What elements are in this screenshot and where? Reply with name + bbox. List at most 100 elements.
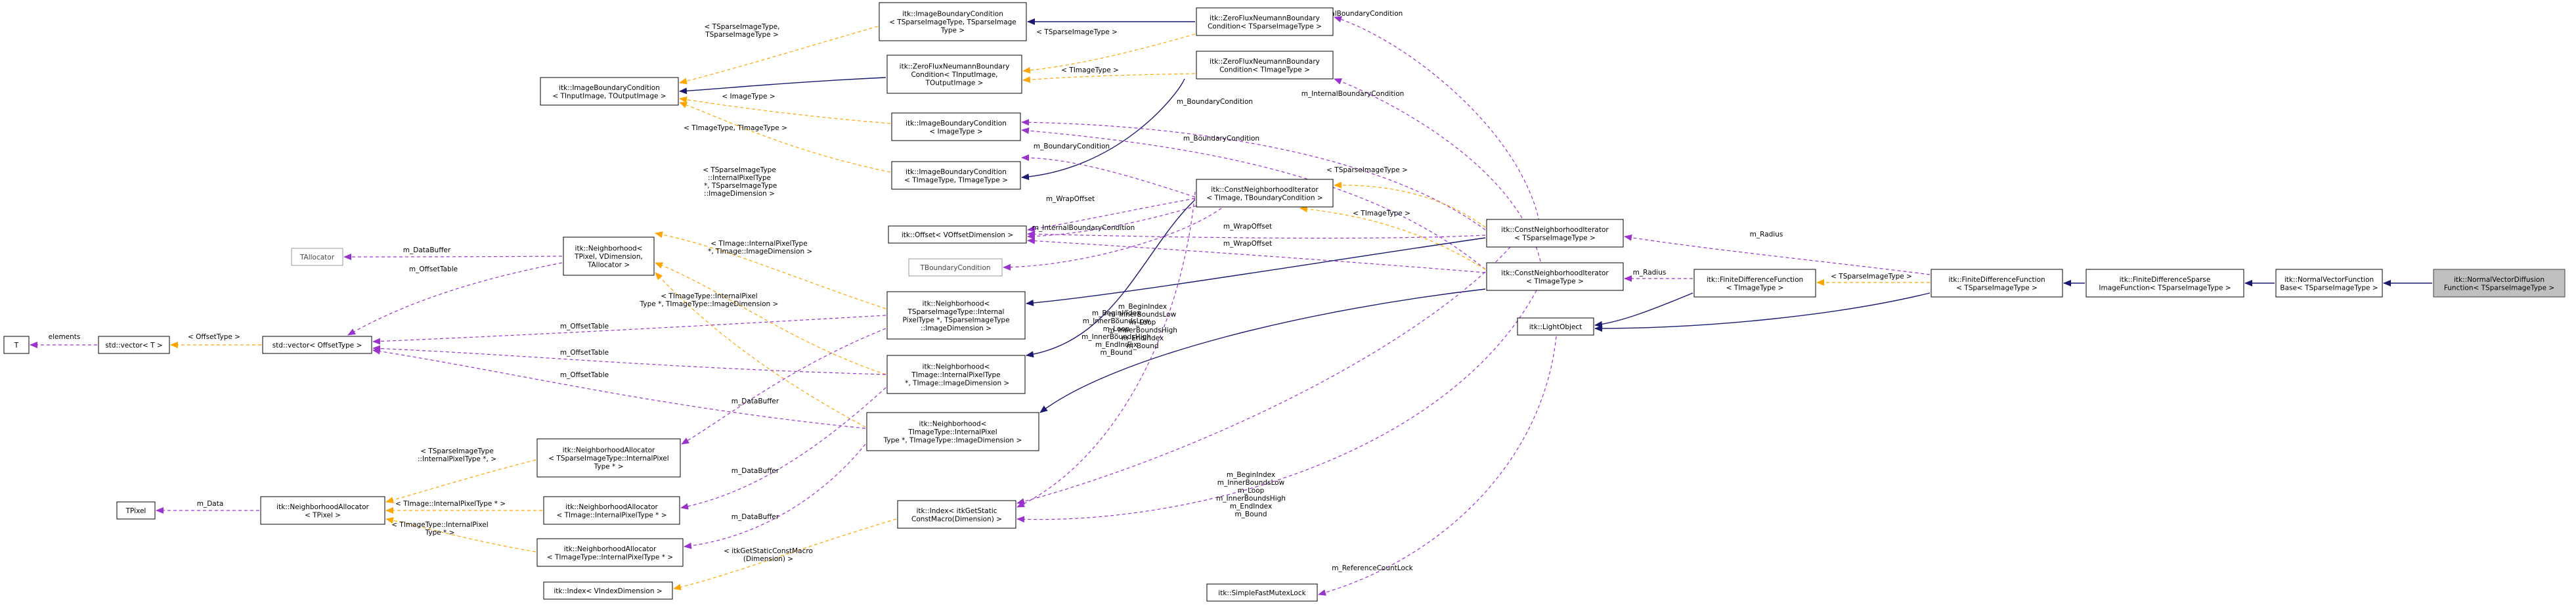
class-node-index-v[interactable]: itk::Index< VIndexDimension > (543, 581, 673, 600)
edge-line (372, 315, 886, 345)
class-box (1486, 262, 1624, 291)
edge-line (372, 345, 886, 375)
class-node-nalloc-tsparse[interactable]: itk::NeighborhoodAllocator< TSparseImage… (536, 438, 681, 478)
edge-line (1594, 292, 1693, 328)
edge-label-line: m_InnerBoundsHigh (1216, 495, 1286, 503)
class-name-line: < TSparseImageType > (1514, 234, 1596, 242)
class-node-tboundary[interactable]: TBoundaryCondition (908, 258, 1003, 277)
class-node-neighborhood-base[interactable]: itk::Neighborhood<TPixel, VDimension,TAl… (563, 237, 655, 276)
class-node-ibc-timage2[interactable]: itk::ImageBoundaryCondition< TImageType,… (891, 161, 1021, 190)
edge-label-line: < TSparseImageType (703, 166, 776, 174)
class-node-stdvector-offset[interactable]: std::vector< OffsetType > (262, 336, 372, 354)
class-box (1196, 51, 1334, 79)
class-name: itk::NeighborhoodAllocator< TImage::Inte… (556, 503, 666, 520)
usage-edge (1016, 290, 1537, 523)
edge-line (1624, 234, 1931, 275)
class-node-cni-timage-tbc[interactable]: itk::ConstNeighborhoodIterator< TImage, … (1196, 179, 1334, 208)
class-name-line: TSparseImageType::Internal (907, 308, 1005, 316)
class-node-nalloc-timagetype[interactable]: itk::NeighborhoodAllocator< TImageType::… (536, 538, 684, 567)
class-name-line: itk::ImageBoundaryCondition (902, 11, 1003, 18)
usage-edge (680, 387, 886, 510)
class-node-nalloc-timage[interactable]: itk::NeighborhoodAllocator< TImage::Inte… (543, 496, 680, 525)
class-box (888, 225, 1027, 244)
class-node-ibc-tsparse[interactable]: itk::ImageBoundaryCondition< TSparseImag… (879, 2, 1027, 41)
class-box (908, 258, 1003, 277)
class-name-line: itk::Neighborhood< (923, 300, 990, 307)
edge-label-line: m_DataBuffer (731, 513, 779, 521)
class-node-offset[interactable]: itk::Offset< VOffsetDimension > (888, 225, 1027, 244)
class-box (2085, 269, 2244, 298)
edge-label-line: Type * > (425, 529, 455, 537)
class-name-line: PixelType *, TSparseImageType (902, 316, 1009, 324)
class-node-fdf-tsparse[interactable]: itk::FiniteDifferenceFunction< TSparseIm… (1931, 269, 2063, 298)
class-box (536, 538, 684, 567)
edge-label: m_OffsetTable (409, 265, 458, 273)
class-node-nb-timage[interactable]: itk::Neighborhood<TImage::InternalPixelT… (886, 355, 1026, 394)
class-node-cni-tsparse[interactable]: itk::ConstNeighborhoodIterator< TSparseI… (1486, 219, 1624, 248)
class-name-line: TImageType::InternalPixel (907, 428, 997, 436)
class-name-line: Function< TSparseImageType > (2444, 284, 2554, 292)
class-name-line: < TPixel > (305, 511, 341, 519)
class-name: itk::FiniteDifferenceFunction< TImageTyp… (1707, 276, 1803, 292)
class-name: itk::NeighborhoodAllocator< TImageType::… (547, 545, 673, 562)
edge-label-line: < TImage::InternalPixelType (710, 240, 807, 248)
class-node-lightobject[interactable]: itk::LightObject (1517, 317, 1594, 336)
usage-edge (1021, 119, 1486, 231)
class-name: itk::ImageBoundaryCondition< ImageType > (906, 120, 1007, 136)
edge-line (1016, 246, 1511, 505)
class-name-line: < TImageType, TImageType > (904, 176, 1008, 184)
edge-label-line: < ImageType > (722, 93, 775, 101)
edge-line (1026, 237, 1486, 307)
class-name-line: < TImageType > (1526, 277, 1584, 285)
class-node-nb-tsparse[interactable]: itk::Neighborhood<TSparseImageType::Inte… (886, 291, 1026, 340)
template-edge (1022, 34, 1196, 74)
class-name-line: itk::NeighborhoodAllocator (563, 447, 655, 455)
class-node-nalloc-base[interactable]: itk::NeighborhoodAllocator< TPixel > (260, 496, 385, 525)
class-node-tpixel[interactable]: TPixel (116, 501, 156, 520)
class-name-line: < TSparseImageType, TSparseImage (889, 18, 1016, 26)
template-edge (655, 231, 886, 309)
edge-label-line: m_Data (197, 500, 224, 508)
edge-label-line: m_OffsetTable (560, 323, 609, 330)
class-node-ibc-base[interactable]: itk::ImageBoundaryCondition< TInputImage… (540, 77, 679, 106)
class-node-ibc-imagetype[interactable]: itk::ImageBoundaryCondition< ImageType > (891, 112, 1021, 141)
edge-label-line: ::ImageDimension > (704, 190, 775, 198)
class-node-sfml[interactable]: itk::SimpleFastMutexLock (1206, 583, 1318, 602)
edge-label-line: m_DataBuffer (403, 246, 451, 254)
edge-label-line: m_OffsetTable (560, 371, 609, 379)
edge-label-line: m_DataBuffer (731, 397, 779, 405)
edge-label-line: < TImageType > (1353, 210, 1410, 217)
edge-label-line: < TSparseImageType > (1326, 166, 1408, 174)
class-name-line: TAllocator (299, 254, 335, 261)
class-node-fdf-timagetype[interactable]: itk::FiniteDifferenceFunction< TImageTyp… (1693, 269, 1816, 298)
class-node-cni-timagetype[interactable]: itk::ConstNeighborhoodIterator< TImageTy… (1486, 262, 1624, 291)
inheritance-edge (1026, 199, 1196, 358)
edge-line (679, 77, 886, 95)
edge-line (1022, 73, 1196, 83)
class-name: itk::FiniteDifferenceFunction< TSparseIm… (1948, 276, 2045, 292)
edge-line (1334, 78, 1541, 262)
class-node-tallocator[interactable]: TAllocator (291, 248, 343, 266)
edge-label: < TSparseImageType > (1036, 28, 1118, 36)
edge-label: m_OffsetTable (560, 371, 609, 379)
class-box (116, 501, 156, 520)
class-box (543, 496, 680, 525)
class-node-stdvector-t[interactable]: std::vector< T > (98, 336, 170, 354)
class-node-t[interactable]: T (3, 336, 30, 354)
edge-line (1021, 119, 1486, 231)
class-box (1486, 219, 1624, 248)
class-node-nb-timagetype[interactable]: itk::Neighborhood<TImageType::InternalPi… (866, 412, 1039, 451)
edge-line (684, 443, 866, 549)
class-name-line: itk::Neighborhood< (923, 363, 990, 371)
